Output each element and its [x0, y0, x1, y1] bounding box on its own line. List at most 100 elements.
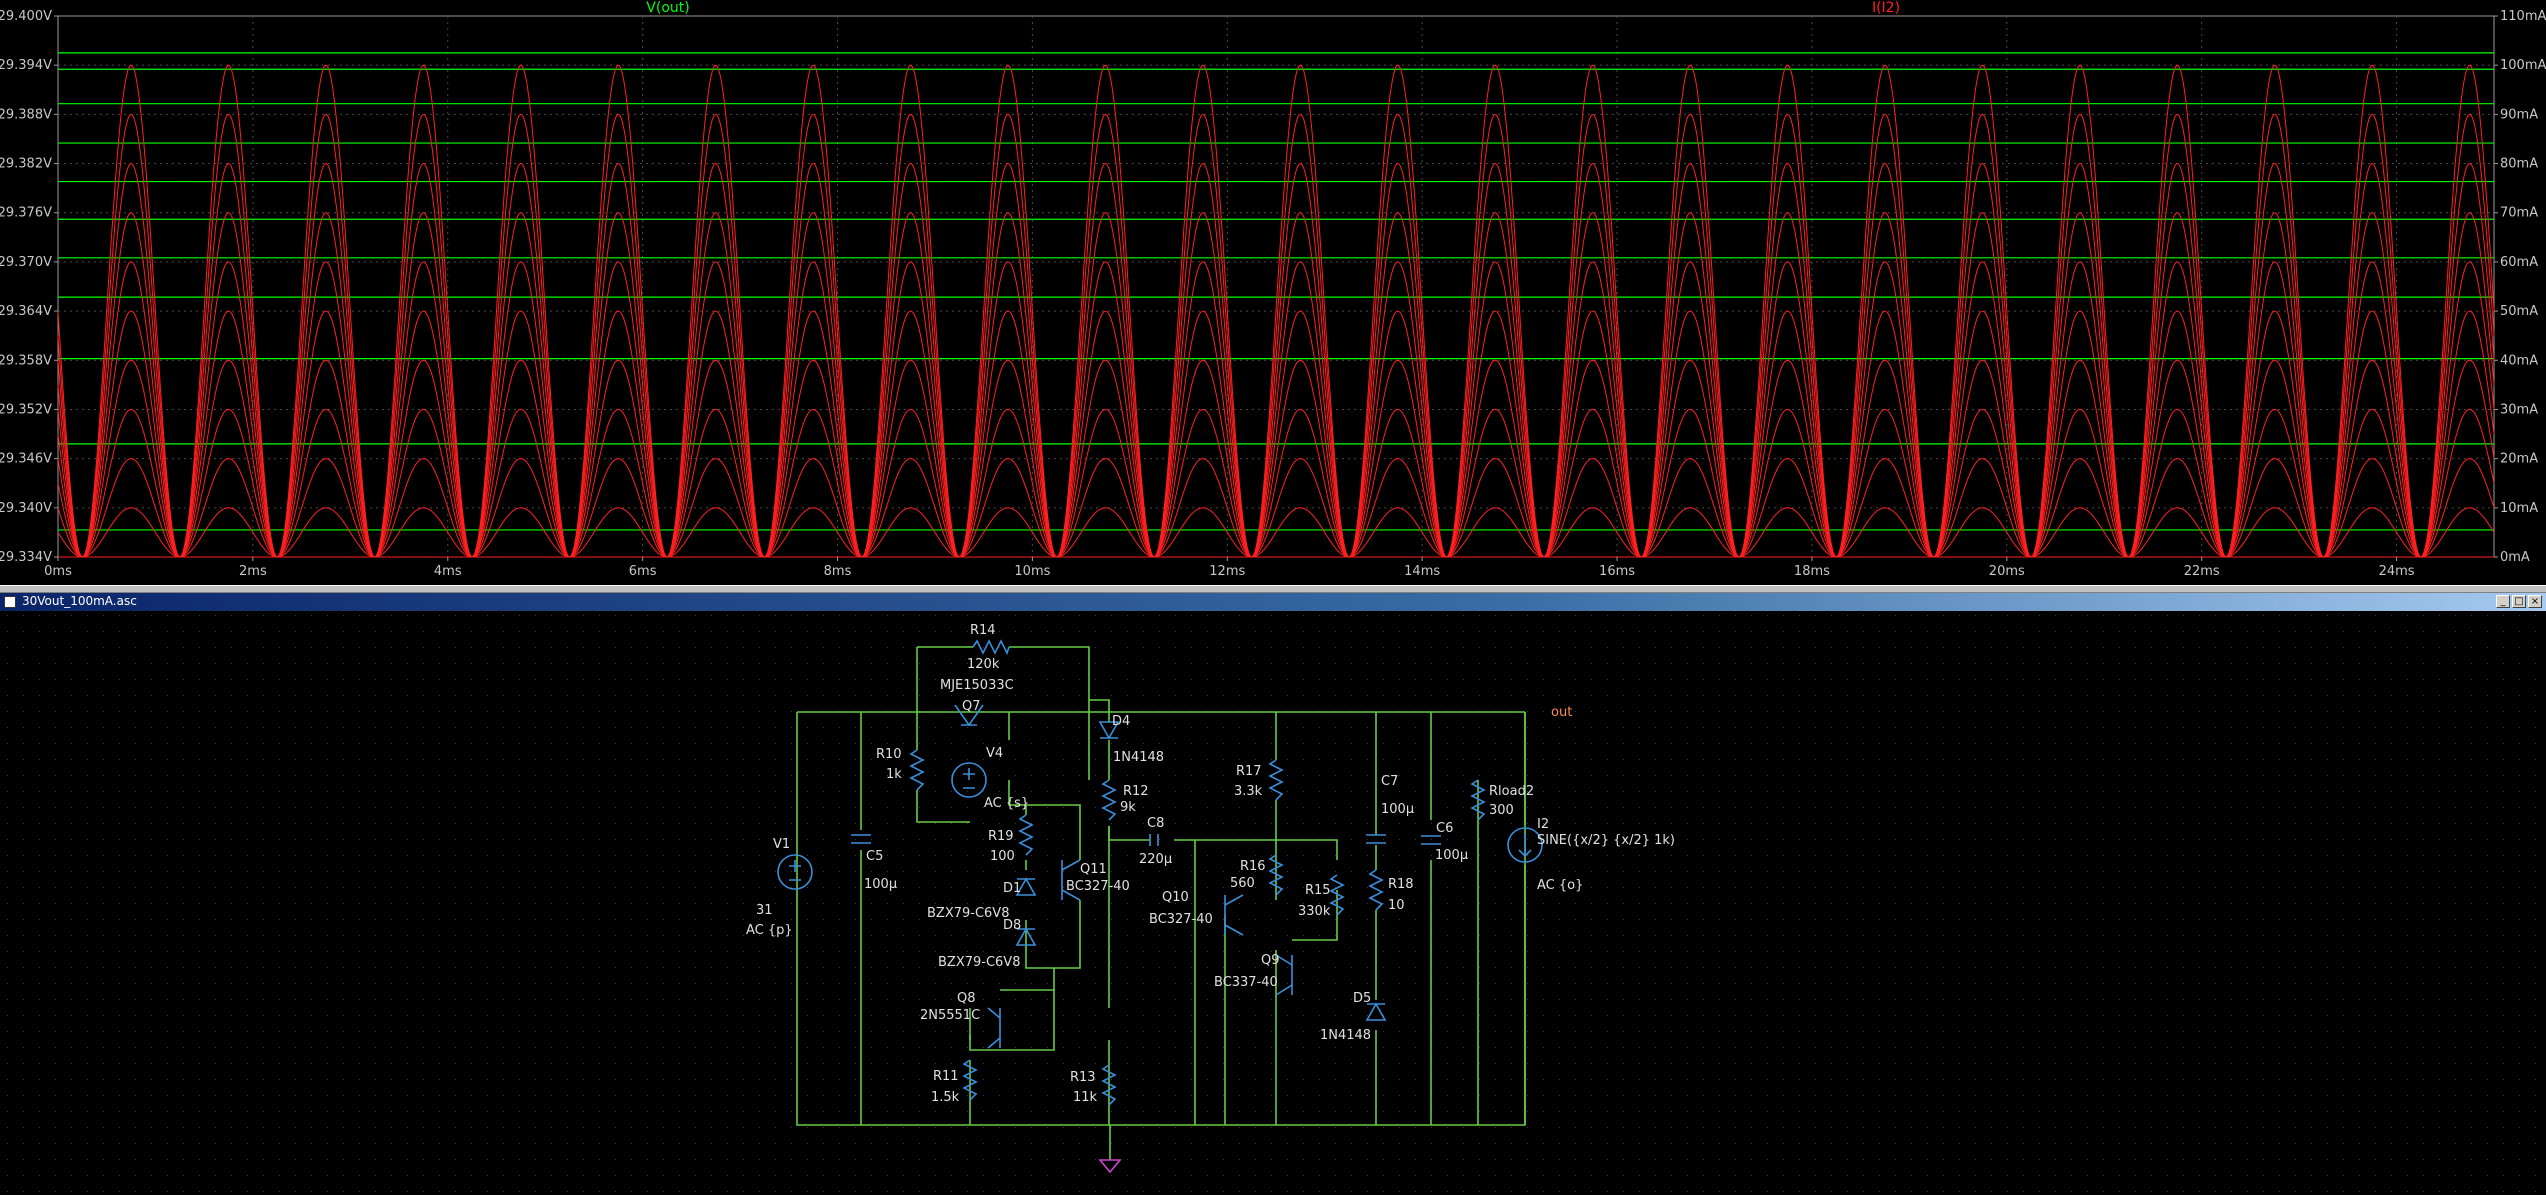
label-q11[interactable]: Q11 — [1080, 862, 1107, 877]
value-q10[interactable]: BC327-40 — [1149, 912, 1213, 927]
transistor-q10 — [1224, 894, 1244, 936]
value-r17[interactable]: 3.3k — [1234, 784, 1263, 799]
current-sine-trace — [57, 162, 2495, 558]
x-tick-label: 22ms — [2184, 564, 2220, 579]
label-r11[interactable]: R11 — [933, 1069, 959, 1084]
label-i2[interactable]: I2 — [1537, 817, 1549, 832]
value-v4[interactable]: AC {s} — [984, 796, 1029, 811]
label-r18[interactable]: R18 — [1388, 877, 1414, 892]
value-r15[interactable]: 330k — [1298, 904, 1331, 919]
ac-v1[interactable]: AC {p} — [746, 923, 793, 938]
label-r12[interactable]: R12 — [1123, 784, 1149, 799]
value-i2[interactable]: SINE({x/2} {x/2} 1k) — [1537, 833, 1675, 848]
x-tick-label: 4ms — [434, 564, 462, 579]
label-r19[interactable]: R19 — [988, 829, 1014, 844]
resistor-r14 — [972, 639, 1010, 656]
diode-d8 — [1015, 927, 1037, 946]
schematic-title: 30Vout_100mA.asc — [22, 594, 137, 608]
label-r14[interactable]: R14 — [970, 623, 996, 638]
label-r16[interactable]: R16 — [1240, 859, 1266, 874]
value-rload2[interactable]: 300 — [1489, 803, 1514, 818]
label-r13[interactable]: R13 — [1070, 1070, 1096, 1085]
label-c7[interactable]: C7 — [1381, 774, 1398, 789]
label-q8[interactable]: Q8 — [957, 991, 976, 1006]
value-c7[interactable]: 100µ — [1381, 802, 1414, 817]
schematic-window[interactable]: 30Vout_100mA.asc _ □ × — [0, 593, 2546, 1195]
trace-label-current[interactable]: I(I2) — [1872, 0, 1900, 16]
transistor-q8 — [987, 1007, 1001, 1049]
label-d1[interactable]: D1 — [1003, 881, 1021, 896]
net-label-out[interactable]: out — [1551, 705, 1572, 720]
resistor-r10 — [909, 749, 925, 791]
value-c6[interactable]: 100µ — [1435, 848, 1468, 863]
document-icon[interactable] — [4, 596, 16, 608]
value-d8[interactable]: BZX79-C6V8 — [938, 955, 1020, 970]
y-left-tick-label: 29.346V — [0, 452, 52, 467]
label-q9[interactable]: Q9 — [1261, 953, 1280, 968]
value-q8[interactable]: 2N5551C — [920, 1008, 980, 1023]
label-c6[interactable]: C6 — [1436, 821, 1453, 836]
y-left-tick-label: 29.352V — [0, 402, 52, 417]
value-r12[interactable]: 9k — [1120, 800, 1136, 815]
value-r16[interactable]: 560 — [1230, 876, 1255, 891]
y-right-tick-label: 90mA — [2500, 107, 2538, 122]
value-r14[interactable]: 120k — [967, 657, 1000, 672]
value-r19[interactable]: 100 — [990, 849, 1015, 864]
transistor-q11 — [1061, 859, 1081, 901]
value-r13[interactable]: 11k — [1073, 1090, 1098, 1105]
restore-icon[interactable]: □ — [2512, 595, 2526, 608]
label-r10[interactable]: R10 — [876, 747, 902, 762]
schematic-titlebar[interactable]: 30Vout_100mA.asc _ □ × — [0, 593, 2546, 611]
label-d5[interactable]: D5 — [1353, 991, 1371, 1006]
value-r10[interactable]: 1k — [886, 767, 902, 782]
x-tick-label: 6ms — [629, 564, 657, 579]
current-sine-trace — [57, 113, 2495, 558]
value-r11[interactable]: 1.5k — [931, 1090, 960, 1105]
label-v4[interactable]: V4 — [986, 746, 1003, 761]
x-tick-label: 18ms — [1794, 564, 1830, 579]
value-r18[interactable]: 10 — [1388, 898, 1405, 913]
minimize-icon[interactable]: _ — [2496, 595, 2510, 608]
value-d5[interactable]: 1N4148 — [1320, 1028, 1371, 1043]
transistor-q9 — [1275, 954, 1293, 996]
label-v1[interactable]: V1 — [773, 837, 790, 852]
value-d1[interactable]: BZX79-C6V8 — [927, 906, 1009, 921]
schematic-canvas[interactable]: R14 120k MJE15033C Q7 D4 1N4148 R10 1k V… — [0, 611, 2546, 1195]
y-right-tick-label: 0mA — [2500, 550, 2530, 565]
current-sine-trace — [57, 261, 2495, 558]
label-c8[interactable]: C8 — [1147, 816, 1164, 831]
value-v1[interactable]: 31 — [756, 903, 773, 918]
y-left-tick-label: 29.394V — [0, 58, 52, 73]
ac-i2[interactable]: AC {o} — [1537, 878, 1583, 893]
resistor-r18 — [1368, 869, 1384, 911]
y-left-tick-label: 29.382V — [0, 157, 52, 172]
part-q7[interactable]: MJE15033C — [940, 678, 1014, 693]
label-d8[interactable]: D8 — [1003, 918, 1021, 933]
value-q11[interactable]: BC327-40 — [1066, 879, 1130, 894]
label-r17[interactable]: R17 — [1236, 764, 1262, 779]
trace-label-vout[interactable]: V(out) — [646, 0, 689, 16]
resistor-r19 — [1018, 814, 1034, 856]
capacitor-c5 — [851, 834, 871, 844]
y-left-tick-label: 29.388V — [0, 107, 52, 122]
value-q9[interactable]: BC337-40 — [1214, 975, 1278, 990]
y-left-tick-label: 29.370V — [0, 255, 52, 270]
pane-splitter[interactable] — [0, 585, 2546, 593]
schematic-grid — [0, 611, 2546, 1195]
x-tick-label: 8ms — [824, 564, 852, 579]
close-icon[interactable]: × — [2528, 595, 2542, 608]
label-d4[interactable]: D4 — [1112, 714, 1130, 729]
capacitor-c8 — [1149, 834, 1159, 846]
value-d4[interactable]: 1N4148 — [1113, 750, 1164, 765]
value-c8[interactable]: 220µ — [1139, 852, 1172, 867]
label-q7[interactable]: Q7 — [962, 699, 981, 714]
x-tick-label: 14ms — [1404, 564, 1440, 579]
label-c5[interactable]: C5 — [866, 849, 883, 864]
waveform-plot[interactable]: 29.400V29.394V29.388V29.382V29.376V29.37… — [0, 0, 2546, 585]
label-rload2[interactable]: Rload2 — [1489, 784, 1534, 799]
label-q10[interactable]: Q10 — [1162, 890, 1189, 905]
label-r15[interactable]: R15 — [1305, 883, 1331, 898]
value-c5[interactable]: 100µ — [864, 877, 897, 892]
capacitor-c7 — [1366, 834, 1386, 844]
